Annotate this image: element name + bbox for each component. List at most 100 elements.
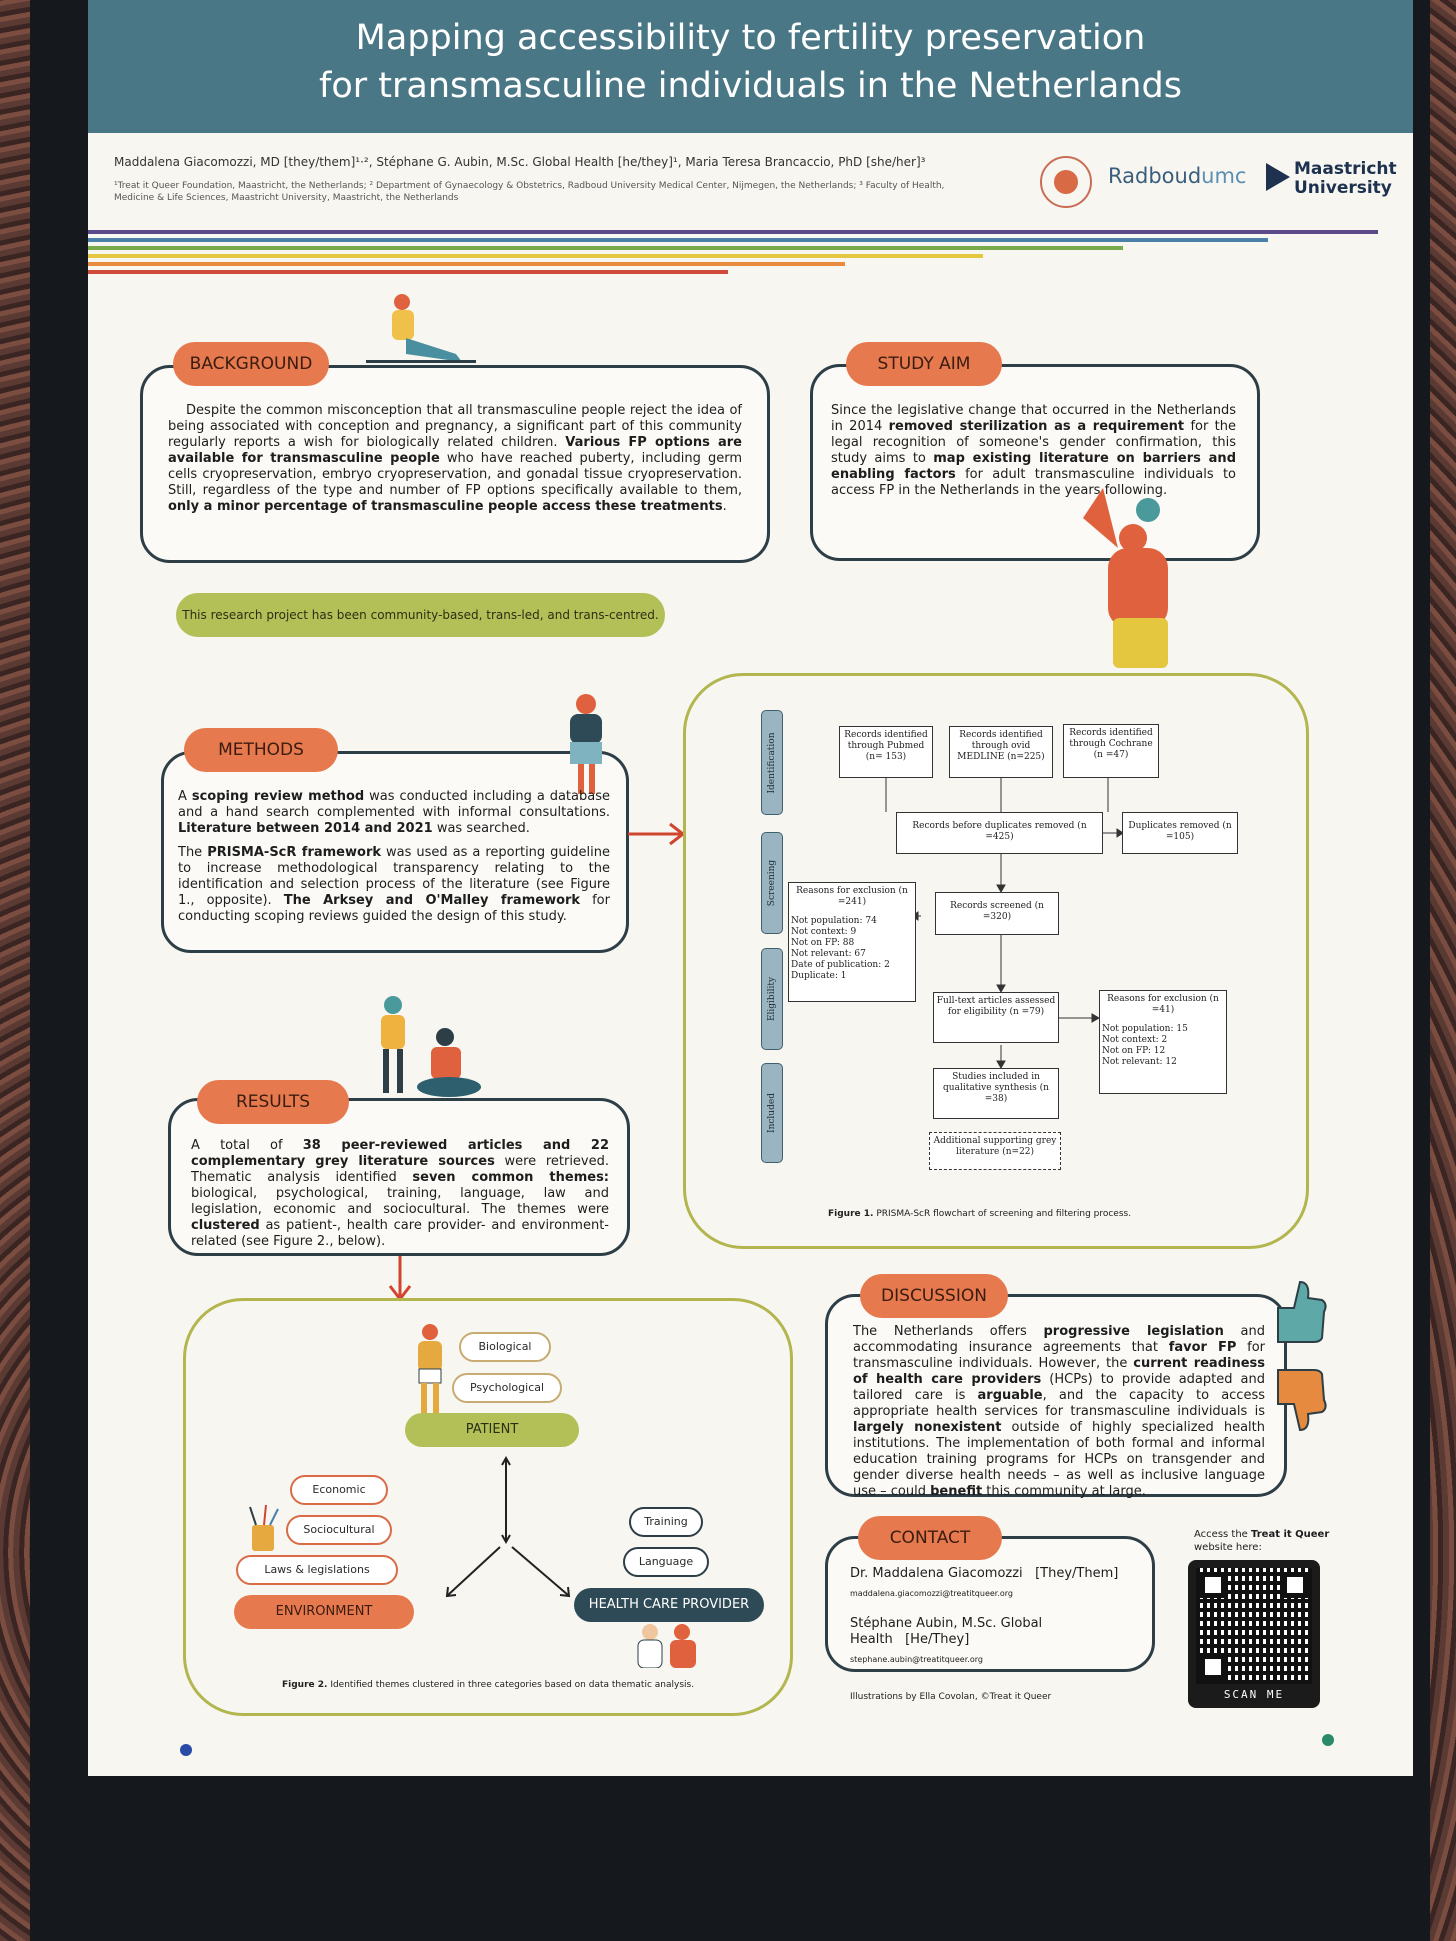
methods-bold-3: PRISMA-ScR framework (207, 845, 381, 860)
arrow-down-icon (388, 1256, 412, 1302)
methods-text-3: was searched. (432, 821, 530, 836)
results-text-3: biological, psychological, training, lan… (191, 1186, 609, 1217)
discussion-text-5: , and the capacity to access appropriate… (853, 1388, 1265, 1419)
study-aim-text-2: for the legal recognition of someone's g… (831, 419, 1236, 466)
qr-access-1: Access the (1194, 1529, 1252, 1540)
theme-biological: Biological (459, 1332, 551, 1362)
discussion-bold-3: current readiness of health care provide… (853, 1356, 1266, 1387)
flow-duplicates-removed: Duplicates removed (n =105) (1122, 812, 1238, 854)
methods-bold-4: The Arksey and O'Malley framework (283, 893, 581, 908)
qr-code[interactable]: SCAN ME (1188, 1560, 1320, 1708)
stripe (88, 238, 1268, 242)
contact-2-email[interactable]: stephane.aubin@treatitqueer.org (850, 1655, 983, 1664)
contact-1-email[interactable]: maddalena.giacomozzi@treatitqueer.org (850, 1589, 1013, 1598)
figure-1-caption: Figure 1. PRISMA-ScR flowchart of screen… (828, 1209, 1131, 1219)
stage-screening: Screening (761, 832, 783, 934)
flow-exclusion-2: Reasons for exclusion (n =41) Not popula… (1099, 990, 1227, 1094)
exclusion-2-item: Not population: 15 (1102, 1024, 1188, 1034)
thumbs-down-icon (1277, 1369, 1327, 1432)
methods-paragraph-2: The PRISMA-ScR framework was used as a r… (178, 845, 610, 925)
radboud-umc-logo: Radboudumc (1108, 164, 1246, 188)
results-text-1: A total of (191, 1138, 303, 1153)
methods-text-5: was used as a reporting guideline to inc… (178, 845, 610, 908)
qr-access-2: website here: (1194, 1542, 1262, 1553)
methods-text-2: was conducted including a database and a… (178, 789, 610, 820)
illustrations-credit: Illustrations by Ella Covolan, ©Treat it… (850, 1692, 1052, 1702)
affiliations: ¹Treat it Queer Foundation, Maastricht, … (114, 181, 945, 203)
contact-2: Stéphane Aubin, M.Sc. Global Health [He/… (850, 1616, 1145, 1648)
results-text-2: were retrieved. Thematic analysis identi… (191, 1154, 610, 1185)
figure-1-caption-text: PRISMA-ScR flowchart of screening and fi… (873, 1209, 1132, 1219)
pencil-cup-illustration (249, 1505, 279, 1551)
flow-records-screened: Records screened (n =320) (935, 892, 1059, 935)
exclusion-1-item: Not on FP: 88 (791, 938, 855, 948)
stripe (88, 270, 728, 274)
community-note: This research project has been community… (176, 593, 665, 637)
discussion-bold-1: progressive legislation (1043, 1324, 1224, 1339)
stage-eligibility: Eligibility (761, 948, 783, 1050)
maastricht-line-1: Maastricht (1294, 159, 1397, 179)
patient-illustration (418, 1324, 442, 1413)
doctor-illustration (637, 1624, 696, 1668)
study-aim-box (810, 364, 1260, 561)
rainbow-stripes (88, 228, 1413, 276)
discussion-bold-4: arguable (977, 1388, 1043, 1403)
methods-text: A scoping review method was conducted in… (178, 789, 610, 925)
pin-icon (1322, 1734, 1334, 1746)
figure-2-caption: Figure 2. Identified themes clustered in… (282, 1680, 694, 1690)
exclusion-1-item: Not relevant: 67 (791, 949, 866, 959)
exclusion-1-item: Date of publication: 2 (791, 960, 890, 970)
background-bold-1: Various FP options are available for tra… (168, 435, 743, 466)
contact-1: Dr. Maddalena Giacomozzi [They/Them] (850, 1566, 1145, 1582)
radboud-text: Radboud (1108, 164, 1202, 188)
exclusion-1-item: Not context: 9 (791, 927, 857, 937)
results-bold-2: seven common themes: (412, 1170, 609, 1185)
standing-person-illustration (570, 694, 602, 794)
methods-box (161, 751, 629, 953)
category-health-care-provider: HEALTH CARE PROVIDER (574, 1588, 764, 1622)
title-line-1: Mapping accessibility to fertility prese… (355, 18, 1146, 58)
theme-economic: Economic (290, 1475, 388, 1505)
poster: Mapping accessibility to fertility prese… (88, 0, 1413, 1776)
theme-sociocultural: Sociocultural (286, 1515, 392, 1545)
results-bold-1: 38 peer-reviewed articles and 22 complem… (191, 1138, 610, 1169)
methods-bold-2: Literature between 2014 and 2021 (178, 821, 433, 836)
figure-1-caption-bold: Figure 1. (828, 1209, 874, 1219)
flow-exclusion-1: Reasons for exclusion (n =241) Not popul… (788, 882, 916, 1002)
methods-text-4: The (178, 845, 208, 860)
background-heading: BACKGROUND (173, 342, 329, 386)
methods-text-6: for conducting scoping reviews guided th… (178, 893, 610, 924)
contact-1-pronouns: [They/Them] (1035, 1566, 1119, 1581)
discussion-text-3: for transmasculine individuals. However,… (853, 1340, 1266, 1371)
exclusion-1-item: Duplicate: 1 (791, 971, 847, 981)
study-aim-bold-1: removed sterilization as a requirement (888, 419, 1185, 434)
results-box (168, 1098, 630, 1256)
discussion-text-6: outside of highly specialized health ins… (853, 1420, 1265, 1499)
scan-me-label: SCAN ME (1223, 1688, 1285, 1701)
discussion-text: The Netherlands offers progressive legis… (853, 1324, 1265, 1500)
contact-2-pronouns: [He/They] (905, 1632, 970, 1647)
qr-finder (1200, 1572, 1226, 1598)
exclusion-1-item: Not population: 74 (791, 916, 877, 926)
cluster-arrows (445, 1455, 571, 1598)
pin-icon (180, 1744, 192, 1756)
theme-training: Training (629, 1507, 703, 1537)
contact-1-name: Dr. Maddalena Giacomozzi (850, 1566, 1023, 1581)
flow-included: Studies included in qualitative synthesi… (933, 1068, 1059, 1119)
discussion-bold-5: largely nonexistent (853, 1420, 1002, 1435)
stripe (88, 254, 983, 258)
methods-heading: METHODS (184, 728, 338, 772)
results-bold-3: clustered (191, 1218, 260, 1233)
methods-paragraph-1: A scoping review method was conducted in… (178, 789, 610, 837)
figure-2-caption-bold: Figure 2. (282, 1680, 328, 1690)
discussion-box (825, 1294, 1287, 1497)
discussion-text-4: (HCPs) to provide adapted and tailored c… (853, 1372, 1265, 1403)
stripe (88, 246, 1123, 250)
background-text: Despite the common misconception that al… (168, 403, 742, 515)
results-text: A total of 38 peer-reviewed articles and… (191, 1138, 609, 1250)
category-patient: PATIENT (405, 1413, 579, 1447)
study-aim-text-1: Since the legislative change that occurr… (831, 403, 1236, 434)
hugging-people-illustration (1083, 488, 1168, 668)
discussion-bold-6: benefit (930, 1484, 983, 1499)
theme-language: Language (623, 1547, 709, 1577)
